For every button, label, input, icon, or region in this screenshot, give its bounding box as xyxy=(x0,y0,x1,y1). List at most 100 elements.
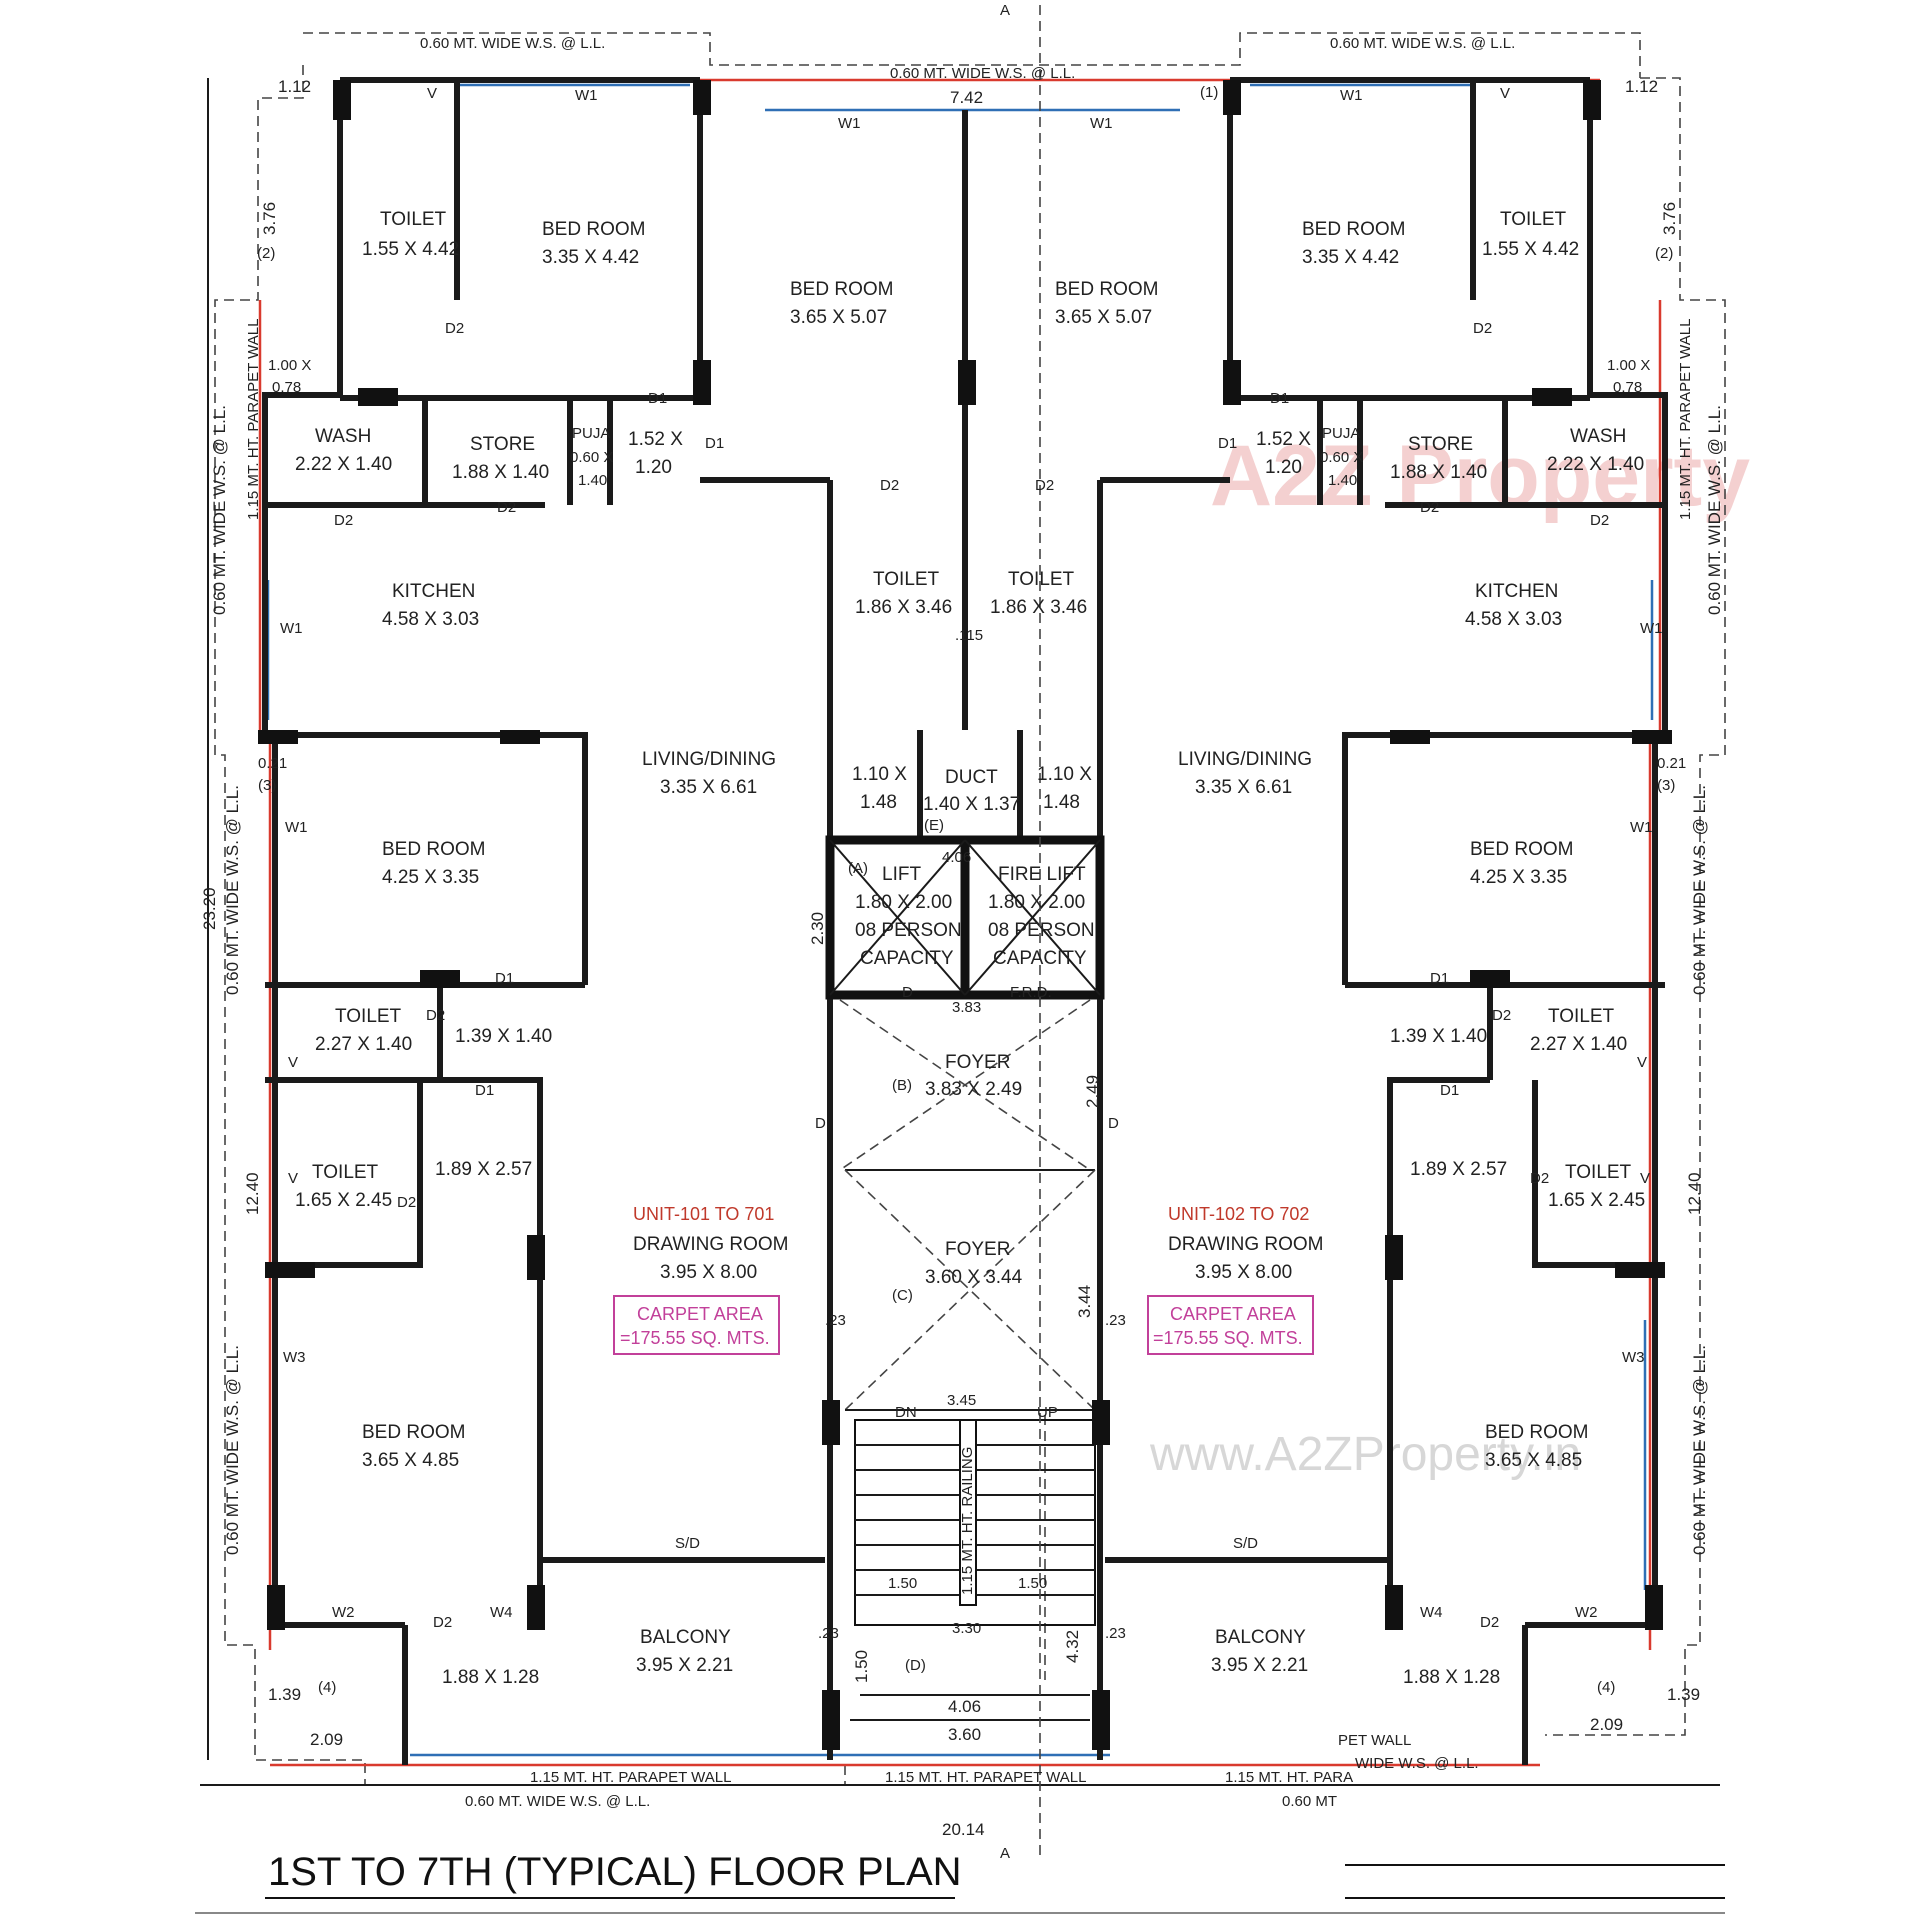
balcony-right-name: BALCONY xyxy=(1215,1627,1306,1648)
dim-right-low: 12.40 xyxy=(1685,1172,1704,1215)
plan-title-text: 1ST TO 7TH (TYPICAL) FLOOR PLAN xyxy=(268,1850,962,1894)
w2-left: W2 xyxy=(332,1604,355,1621)
right-unit-walls xyxy=(1100,77,1668,1765)
drawing-right-name: DRAWING ROOM xyxy=(1168,1234,1324,1255)
ws-label-right-mid: 0.60 MT. WIDE W.S. @ L.L. xyxy=(1690,785,1709,995)
marker-4-left: (4) xyxy=(318,1679,336,1696)
stair-up: UP xyxy=(1037,1404,1058,1421)
w1-left-inner: W1 xyxy=(838,115,861,132)
dim-foyer-c-h: 3.44 xyxy=(1075,1285,1094,1318)
lift-door: D xyxy=(902,984,913,1001)
dress-left-size: 1.89 X 2.57 xyxy=(435,1159,532,1180)
store-right-name: STORE xyxy=(1408,434,1473,455)
kitchen-left-size: 4.58 X 3.03 xyxy=(382,609,479,630)
dim-top-gap: 7.42 xyxy=(950,88,983,107)
foyer-c-size: 3.60 X 3.44 xyxy=(925,1267,1023,1288)
puja-right-name: PUJA xyxy=(1322,425,1360,442)
dim-stair-flight-l: 1.50 xyxy=(888,1575,917,1592)
dim-side-right: 3.76 xyxy=(1660,202,1679,235)
dim-side-left: 3.76 xyxy=(260,202,279,235)
dim-stair-flight-r: 1.50 xyxy=(1018,1575,1047,1592)
core-labels: D2 D2 TOILET 1.86 X 3.46 TOILET 1.86 X 3… xyxy=(808,477,1126,1744)
toilet-low-right-size: 1.65 X 2.45 xyxy=(1548,1190,1645,1211)
dim-stair-w: 3.45 xyxy=(947,1392,976,1409)
unit-left-name: UNIT-101 TO 701 xyxy=(633,1204,774,1224)
store-right-size: 1.88 X 1.40 xyxy=(1390,462,1487,483)
puja-right-size2: 1.40 xyxy=(1328,472,1357,489)
carpet-left-1: CARPET AREA xyxy=(637,1304,763,1324)
dim-corner-left: 1.12 xyxy=(278,77,311,96)
d1-left-lobby: D1 xyxy=(705,435,724,452)
window-box-left-1: 1.00 X xyxy=(268,357,311,374)
balcony-left-size: 3.95 X 2.21 xyxy=(636,1655,733,1676)
bed-low-left-size: 3.65 X 4.85 xyxy=(362,1450,459,1471)
drawing-right-size: 3.95 X 8.00 xyxy=(1195,1262,1292,1283)
wall-23-left: .23 xyxy=(825,1312,846,1329)
wall-23-core-left: .23 xyxy=(818,1625,839,1642)
ws-label-top-right: 0.60 MT. WIDE W.S. @ L.L. xyxy=(1330,35,1515,52)
bed-top-inner-right-name: BED ROOM xyxy=(1055,279,1158,300)
marker-2-right: (2) xyxy=(1655,245,1673,262)
right-unit-labels: TOILET 1.55 X 4.42 BED ROOM 3.35 X 4.42 … xyxy=(1055,85,1724,1734)
section-line: A A xyxy=(1000,2,1041,1862)
lobby-left-size2: 1.20 xyxy=(635,457,672,478)
dim-lift-shaft: 2.30 xyxy=(808,912,827,945)
puja-left-size1: 0.60 X xyxy=(570,449,613,466)
left-unit-walls xyxy=(262,77,830,1765)
dim-foyer-h: 2.49 xyxy=(1083,1075,1102,1108)
store-left-size: 1.88 X 1.40 xyxy=(452,462,549,483)
bottom-labels: 1.15 MT. HT. PARAPET WALL 1.15 MT. HT. P… xyxy=(465,1732,1479,1839)
d2-left-toiletlow: D2 xyxy=(397,1194,416,1211)
sd-right: S/D xyxy=(1233,1535,1258,1552)
d2-right-toiletlow: D2 xyxy=(1530,1170,1549,1187)
dim-stair-side: 4.32 xyxy=(1063,1630,1082,1663)
core-toilet-right-name: TOILET xyxy=(1008,569,1075,590)
v-left-top: V xyxy=(427,85,437,102)
d1-right-bed: D1 xyxy=(1270,390,1289,407)
ws-label-left-up: 0.60 MT. WIDE W.S. @ L.L. xyxy=(210,405,229,615)
d2-right-toiletmid: D2 xyxy=(1492,1007,1511,1024)
dim-left-low: 12.40 xyxy=(243,1172,262,1215)
dim-stair-d-w: 4.06 xyxy=(948,1697,981,1716)
duct-name: DUCT xyxy=(945,767,998,788)
v-right-top: V xyxy=(1500,85,1510,102)
w4-right: W4 xyxy=(1420,1604,1443,1621)
url-watermark: www.A2ZProperty.in xyxy=(1149,1428,1581,1481)
w1-left-mid: W1 xyxy=(285,819,308,836)
carpet-right-1: CARPET AREA xyxy=(1170,1304,1296,1324)
kitchen-left-name: KITCHEN xyxy=(392,581,475,602)
dim-overall-height: 23.20 xyxy=(200,887,219,930)
fire-lift-door: F.R.D. xyxy=(1010,984,1052,1001)
parapet-bottom-right: 1.15 MT. HT. PARA xyxy=(1225,1769,1353,1786)
marker-c: (C) xyxy=(892,1287,913,1304)
marker-3-right: (3) xyxy=(1657,777,1675,794)
ws-label-left-mid: 0.60 MT. WIDE W.S. @ L.L. xyxy=(223,785,242,995)
sd-left: S/D xyxy=(675,1535,700,1552)
dim-wall-021-right: 0.21 xyxy=(1657,755,1686,772)
kitchen-right-size: 4.58 X 3.03 xyxy=(1465,609,1562,630)
v-right-toiletmid: V xyxy=(1637,1054,1647,1071)
window-box-right-1: 1.00 X xyxy=(1607,357,1650,374)
parapet-bottom-right-cut: PET WALL xyxy=(1338,1732,1411,1749)
left-unit-labels: TOILET 1.55 X 4.42 BED ROOM 3.35 X 4.42 … xyxy=(210,85,893,1749)
wash-left-name: WASH xyxy=(315,426,371,447)
parapet-right-up: 1.15 MT. HT. PARAPET WALL xyxy=(1677,319,1694,520)
v-left-toiletmid: V xyxy=(288,1054,298,1071)
store-left-name: STORE xyxy=(470,434,535,455)
ws-label-right-low: 0.60 MT. WIDE W.S. @ L.L. xyxy=(1690,1345,1709,1555)
window-box-right-2: 0.78 xyxy=(1613,379,1642,396)
bed-top-inner-right-size: 3.65 X 5.07 xyxy=(1055,307,1152,328)
d1-right-bedmid: D1 xyxy=(1430,970,1449,987)
ws-label-left-low: 0.60 MT. WIDE W.S. @ L.L. xyxy=(223,1345,242,1555)
lift-size: 1.80 X 2.00 xyxy=(855,892,952,913)
wash-left-size: 2.22 X 1.40 xyxy=(295,454,392,475)
balcony-small-left-size: 1.88 X 1.28 xyxy=(442,1667,539,1688)
bed-mid-right-name: BED ROOM xyxy=(1470,839,1573,860)
parapet-left-up: 1.15 MT. HT. PARAPET WALL xyxy=(245,319,262,520)
wall-23-core-right: .23 xyxy=(1105,1625,1126,1642)
lift-cap2: CAPACITY xyxy=(860,948,954,969)
wash-right-size: 2.22 X 1.40 xyxy=(1547,454,1644,475)
ws-bottom-left: 0.60 MT. WIDE W.S. @ L.L. xyxy=(465,1793,650,1810)
d1-left-dress: D1 xyxy=(475,1082,494,1099)
ws-label-top-left: 0.60 MT. WIDE W.S. @ L.L. xyxy=(420,35,605,52)
